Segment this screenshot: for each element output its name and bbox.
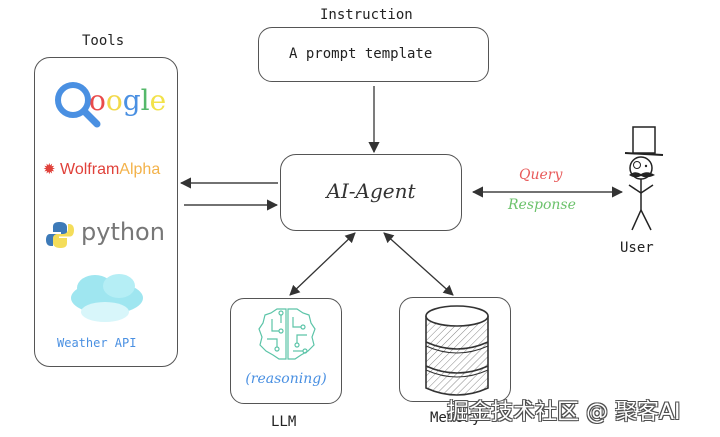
tool-google[interactable]: oogle bbox=[53, 78, 167, 128]
arrow-agent-memory bbox=[383, 232, 454, 296]
arrow-agent-llm bbox=[289, 232, 356, 296]
ai-agent-label: AI-Agent bbox=[326, 179, 416, 203]
cloud-icon bbox=[71, 274, 143, 322]
ai-agent-box[interactable]: AI-Agent bbox=[280, 154, 462, 231]
google-wordmark: oogle bbox=[89, 84, 167, 117]
llm-caption: (reasoning) bbox=[245, 371, 327, 387]
memory-box[interactable] bbox=[399, 297, 511, 402]
brain-circuit-icon bbox=[258, 308, 316, 360]
response-label: Response bbox=[508, 197, 576, 213]
tool-wolframalpha[interactable]: ✹ WolframAlpha bbox=[43, 160, 160, 179]
python-text: python bbox=[81, 218, 165, 246]
watermark: 掘金技术社区 @ 聚客AI bbox=[447, 400, 681, 425]
tools-panel: oogle ✹ WolframAlpha python Weather API bbox=[34, 57, 178, 367]
user-stick-figure-icon bbox=[624, 126, 664, 231]
instruction-title: Instruction bbox=[320, 7, 413, 23]
tools-title: Tools bbox=[82, 33, 125, 49]
database-icon bbox=[425, 305, 489, 396]
instruction-text: A prompt template bbox=[289, 46, 433, 62]
wolfram-star-icon: ✹ bbox=[43, 161, 56, 178]
user-label: User bbox=[620, 240, 654, 256]
tool-weather-api[interactable]: Weather API bbox=[47, 270, 167, 360]
alpha-text: Alpha bbox=[119, 161, 161, 178]
query-label: Query bbox=[519, 167, 563, 183]
instruction-box[interactable]: A prompt template bbox=[258, 27, 489, 82]
wolfram-text: Wolfram bbox=[60, 161, 120, 178]
llm-box[interactable]: (reasoning) bbox=[230, 298, 342, 404]
llm-label: LLM bbox=[271, 414, 297, 430]
python-logo-icon bbox=[46, 222, 74, 248]
memory-label: Memory bbox=[430, 410, 481, 426]
weather-api-label: Weather API bbox=[57, 336, 137, 350]
magnifier-icon bbox=[55, 82, 101, 128]
